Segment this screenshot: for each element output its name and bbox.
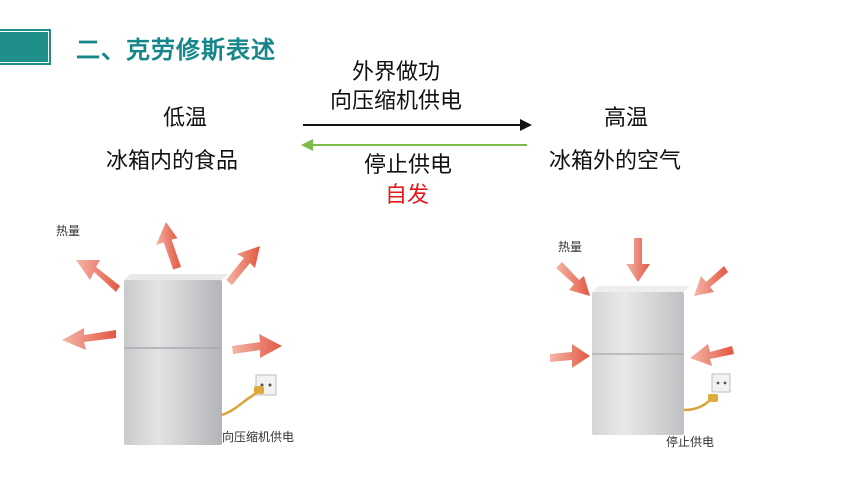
power-cord (221, 389, 261, 417)
power-compressor-label: 向压缩机供电 (330, 89, 463, 114)
caption-unpowered: 停止供电 (666, 435, 715, 449)
external-work-label: 外界做功 (352, 60, 441, 85)
power-cord (683, 399, 711, 412)
fridge-body (124, 280, 222, 445)
title-accent-bar (0, 32, 48, 62)
heat-label-left: 热量 (56, 224, 81, 238)
fridge-powered-figure: 热量 向压缩机供电 (46, 210, 316, 455)
wall-socket (711, 373, 731, 393)
high-temp-label: 高温 (604, 106, 649, 131)
fridge-unpowered-illustration (550, 238, 734, 435)
fridge-inside-food-label: 冰箱内的食品 (106, 149, 239, 174)
slide-title: 二、克劳修斯表述 (76, 36, 276, 64)
heat-out-arrows (62, 222, 282, 358)
title-bar-outline (0, 29, 51, 65)
fridge-unpowered-figure: 热量 停止供电 (538, 214, 754, 458)
forward-arrow (303, 119, 532, 131)
plug (254, 386, 264, 394)
heat-in-arrows (550, 238, 734, 368)
plug (708, 394, 718, 402)
stop-power-label: 停止供电 (364, 153, 453, 178)
heat-label-right: 热量 (558, 240, 583, 254)
reverse-arrow (301, 139, 527, 151)
caption-powered: 向压缩机供电 (222, 430, 295, 444)
low-temp-label: 低温 (163, 106, 208, 131)
spontaneous-label: 自发 (385, 183, 430, 208)
fridge-body (592, 292, 684, 435)
fridge-outside-air-label: 冰箱外的空气 (549, 149, 682, 174)
fridge-powered-illustration (62, 222, 282, 445)
